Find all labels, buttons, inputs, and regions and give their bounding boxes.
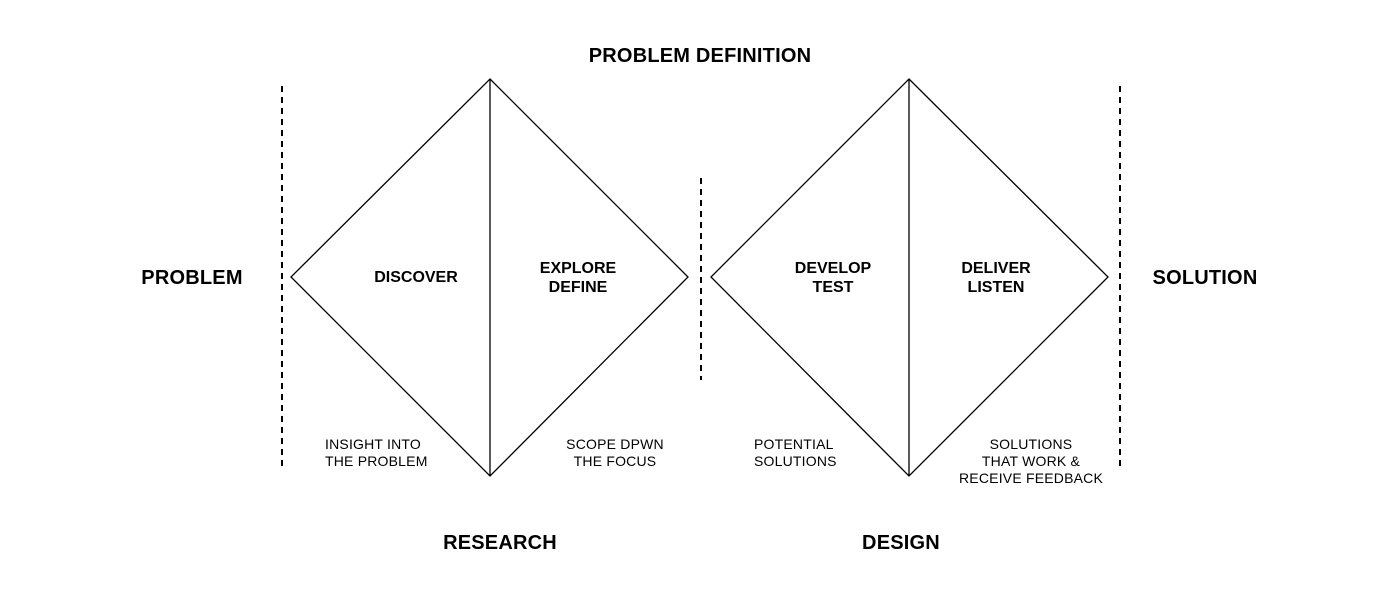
stage-test-line: TEST <box>812 279 854 297</box>
note-scope: SCOPE DPWN THE FOCUS <box>566 436 664 470</box>
note-insight-line-1: INSIGHT INTO <box>325 436 422 452</box>
solution-label: SOLUTION <box>1152 267 1258 289</box>
note-insight-line-2: THE PROBLEM <box>325 452 428 469</box>
note-scope-line-2: THE FOCUS <box>573 452 657 469</box>
note-solutions: SOLUTIONS THAT WORK & RECEIVE FEEDBACK <box>959 436 1103 486</box>
note-solutions-line-3: RECEIVE FEEDBACK <box>958 469 1104 486</box>
note-potential-line-1: POTENTIAL <box>754 436 834 452</box>
stage-develop-line: DEVELOP <box>794 260 872 277</box>
phase-research: RESEARCH <box>443 532 557 554</box>
stage-listen-line: LISTEN <box>967 279 1025 297</box>
note-potential: POTENTIAL SOLUTIONS <box>754 436 837 470</box>
stage-deliver-line: DELIVER <box>961 260 1031 277</box>
stage-define-line: DEFINE <box>548 279 608 297</box>
stage-discover-line: DISCOVER <box>374 269 458 286</box>
stage-deliver-listen: DELIVER LISTEN <box>961 259 1030 297</box>
note-potential-line-2: SOLUTIONS <box>754 452 837 469</box>
note-insight: INSIGHT INTO THE PROBLEM <box>325 436 428 470</box>
diagram-title: PROBLEM DEFINITION <box>588 45 812 67</box>
stage-develop-test: DEVELOP TEST <box>795 259 871 297</box>
stage-explore-define: EXPLORE DEFINE <box>540 259 616 297</box>
stage-explore-line: EXPLORE <box>539 260 617 277</box>
note-solutions-line-2: THAT WORK & <box>981 452 1081 469</box>
problem-label: PROBLEM <box>141 267 243 289</box>
stage-discover: DISCOVER <box>374 268 458 287</box>
note-scope-line-1: SCOPE DPWN <box>566 436 664 452</box>
phase-design: DESIGN <box>862 532 940 554</box>
note-solutions-line-1: SOLUTIONS <box>989 436 1073 452</box>
